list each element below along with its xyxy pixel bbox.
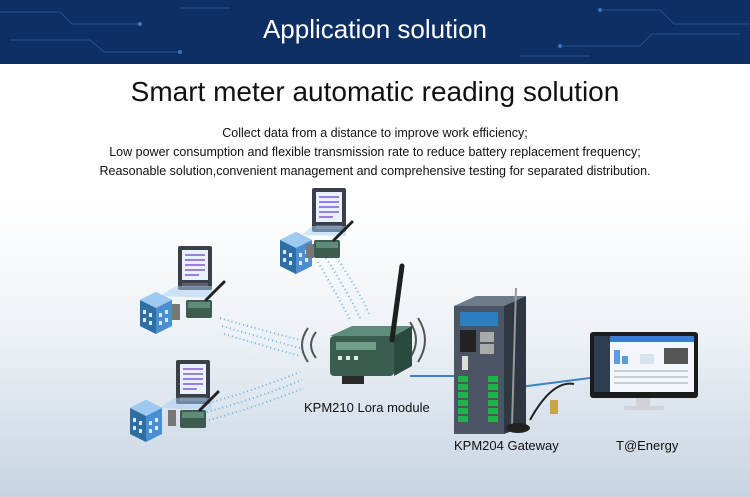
- circuit-pattern: [0, 7, 750, 57]
- lora-module-label: KPM210 Lora module: [304, 400, 430, 415]
- gateway-device: [454, 287, 575, 434]
- banner-title: Application solution: [262, 14, 488, 44]
- gateway-label: KPM204 Gateway: [454, 438, 559, 453]
- header-banner: Application solution: [0, 0, 750, 64]
- page-title: Smart meter automatic reading solution: [130, 76, 620, 107]
- description-line-2: Low power consumption and flexible trans…: [109, 145, 641, 159]
- description-line-3: Reasonable solution,convenient managemen…: [99, 164, 651, 178]
- lora-module-device: [301, 263, 426, 384]
- platform-label: T@Energy: [616, 438, 679, 453]
- description-line-1: Collect data from a distance to improve …: [222, 126, 528, 140]
- monitor-device: [590, 332, 698, 410]
